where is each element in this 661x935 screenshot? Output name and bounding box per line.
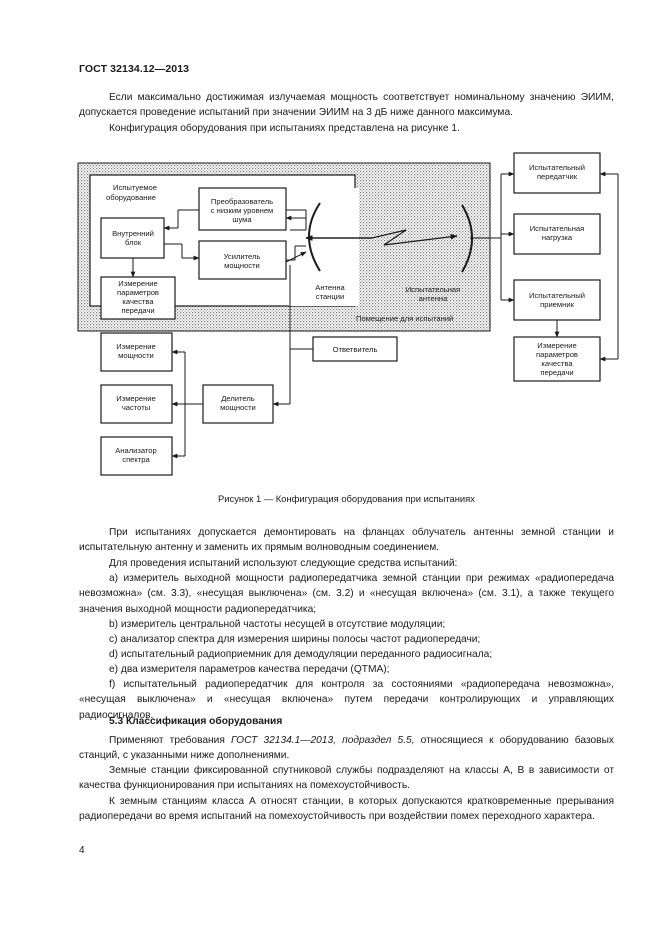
station-antenna-label-1: Антенна xyxy=(315,283,345,292)
frequency-measurement-box xyxy=(100,384,173,424)
section-paragraph-7: К земным станциям класса А относят станц… xyxy=(79,796,614,823)
inner-unit-box xyxy=(100,217,165,259)
left-quality-label-2: параметров xyxy=(117,288,159,297)
inner-unit-label-1: Внутренний xyxy=(112,229,154,238)
test-antenna-label-2: антенна xyxy=(419,294,448,303)
test-receiver-box xyxy=(513,279,601,321)
p5-start: Применяют требования xyxy=(109,735,231,746)
p5-end: относящиеся к оборудованию базовых станц… xyxy=(79,735,614,762)
list-item-e: e) два измерителя параметров качества пе… xyxy=(109,664,390,675)
test-load-box xyxy=(513,213,601,255)
left-quality-label-3: качества xyxy=(122,297,154,306)
power-amplifier-box xyxy=(198,240,287,280)
power-amplifier-label-2: мощности xyxy=(224,261,260,270)
test-room-label: Помещение для испытаний xyxy=(356,314,453,323)
right-quality-label-4: передачи xyxy=(540,368,573,377)
intro-paragraph-1: Если максимально достижимая излучаемая м… xyxy=(79,92,614,119)
section-paragraph-5: Применяют требования ГОСТ 32134.1—2013, … xyxy=(79,733,614,764)
body-paragraph-4: Для проведения испытаний используют след… xyxy=(109,558,458,569)
test-load-label-1: Испытательная xyxy=(530,224,585,233)
left-quality-label-4: передачи xyxy=(121,306,154,315)
coupler-box xyxy=(312,336,398,362)
figure-caption: Рисунок 1 — Конфигурация оборудования пр… xyxy=(218,493,475,504)
lna-box xyxy=(198,187,287,231)
p5-reference: ГОСТ 32134.1—2013, подраздел 5.5, xyxy=(230,735,415,746)
list-item-f: f) испытательный радиопередатчик для кон… xyxy=(79,679,614,721)
coupler-label: Ответвитель xyxy=(333,345,378,354)
power-divider-label-1: Делитель xyxy=(221,394,255,403)
section-heading: 5.3 Классификация оборудования xyxy=(109,716,283,727)
inner-unit-label-2: блок xyxy=(125,238,142,247)
list-item-c: c) анализатор спектра для измерения шири… xyxy=(109,634,481,645)
power-measurement-label-2: мощности xyxy=(118,351,154,360)
spectrum-analyzer-label-1: Анализатор xyxy=(115,446,157,455)
power-measurement-label-1: Измерение xyxy=(116,342,156,351)
eut-label-line-2: оборудование xyxy=(106,193,156,202)
test-transmitter-label-1: Испытательный xyxy=(529,163,585,172)
test-transmitter-label-2: передатчик xyxy=(537,172,578,181)
power-amplifier-label-1: Усилитель xyxy=(224,252,261,261)
left-quality-measurement-box xyxy=(100,276,176,320)
left-quality-label-1: Измерение xyxy=(118,279,158,288)
right-quality-label-2: параметров xyxy=(536,350,578,359)
spectrum-analyzer-box xyxy=(100,436,173,476)
test-load-label-2: нагрузка xyxy=(542,233,573,242)
power-divider-label-2: мощности xyxy=(220,403,256,412)
test-transmitter-box xyxy=(513,152,601,194)
standard-header: ГОСТ 32134.12—2013 xyxy=(79,63,190,75)
frequency-measurement-label-1: Измерение xyxy=(116,394,156,403)
test-antenna-label-1: Испытательная xyxy=(406,285,461,294)
frequency-measurement-label-2: частоты xyxy=(122,403,150,412)
test-receiver-label-2: приемник xyxy=(540,300,574,309)
list-item-a: a) измеритель выходной мощности радиопер… xyxy=(79,573,614,615)
page-number: 4 xyxy=(79,845,85,856)
intro-paragraph-2: Конфигурация оборудования при испытаниях… xyxy=(109,123,460,134)
right-quality-label-3: качества xyxy=(541,359,573,368)
station-antenna-label-2: станции xyxy=(316,292,344,301)
test-receiver-label-1: Испытательный xyxy=(529,291,585,300)
lna-label-3: шума xyxy=(232,215,252,224)
eut-label-line-1: Испытуемое xyxy=(113,183,157,192)
body-paragraph-3: При испытаниях допускается демонтировать… xyxy=(79,527,614,554)
right-quality-label-1: Измерение xyxy=(537,341,577,350)
lna-label-1: Преобразователь xyxy=(211,197,273,206)
lna-label-2: с низким уровнем xyxy=(211,206,274,215)
spectrum-analyzer-label-2: спектра xyxy=(122,455,150,464)
list-item-d: d) испытательный радиоприемник для демод… xyxy=(109,649,493,660)
list-item-b: b) измеритель центральной частоты несуще… xyxy=(109,619,446,630)
section-paragraph-6: Земные станции фиксированной спутниковой… xyxy=(79,765,614,792)
